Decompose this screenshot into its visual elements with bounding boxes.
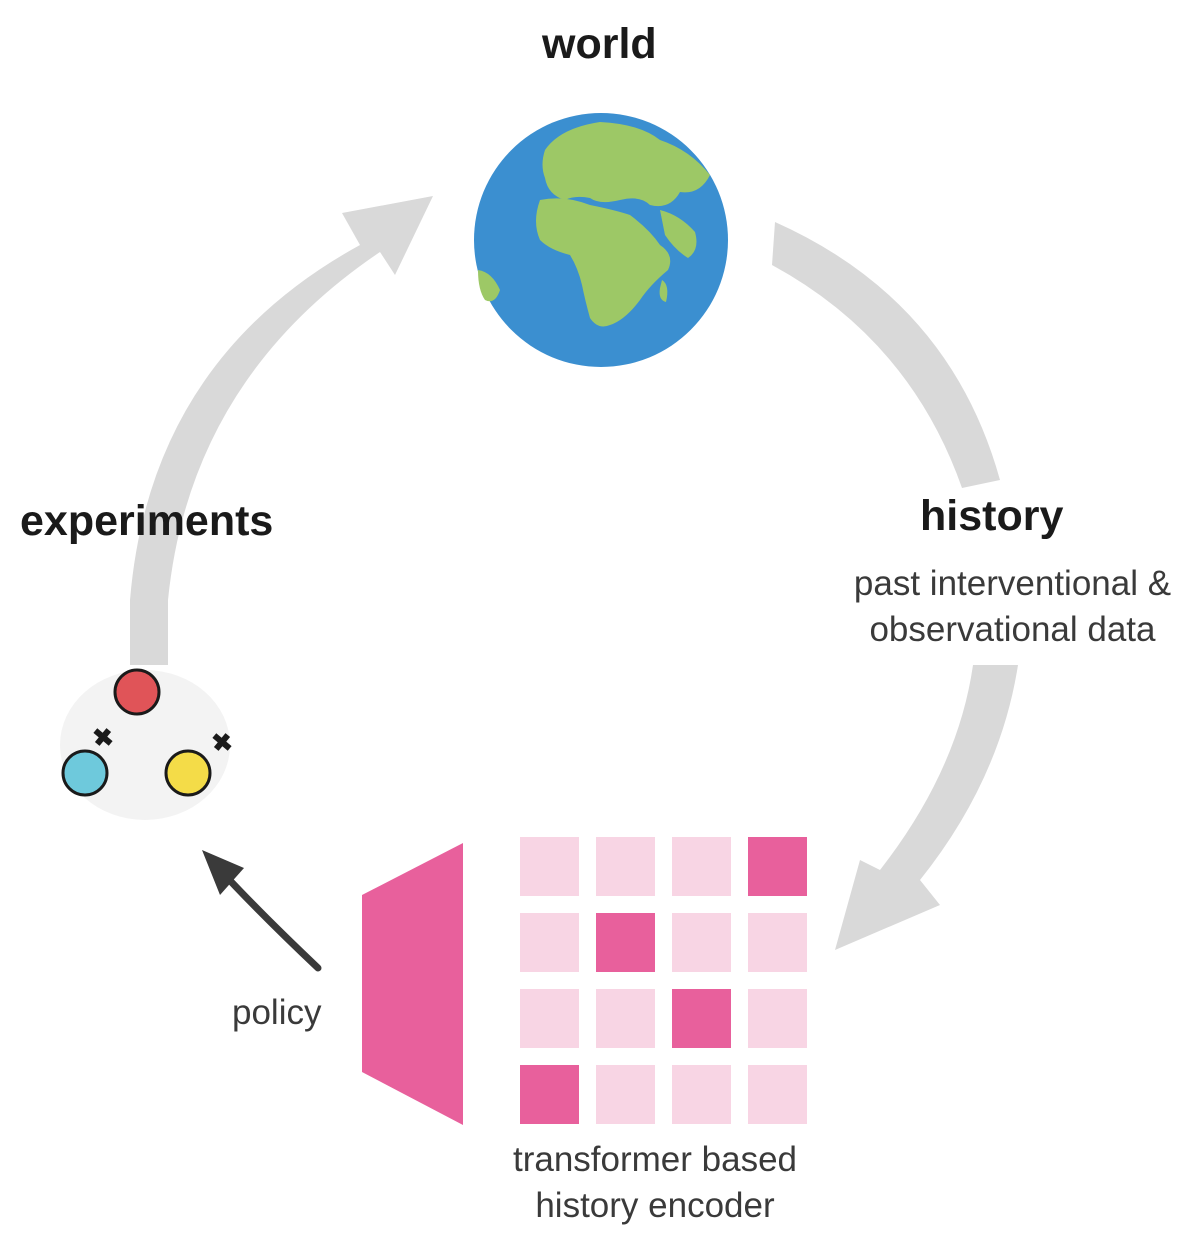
matrix-cell [520,989,579,1048]
matrix-cell [748,913,807,972]
encoder-caption: transformer based history encoder [470,1137,840,1229]
matrix-cell [596,837,655,896]
matrix-cell [596,989,655,1048]
node-yellow [164,749,212,797]
matrix-cell-active [748,837,807,896]
matrix-cell [748,1065,807,1124]
experiments-label: experiments [20,497,274,545]
matrix-cell [672,913,731,972]
history-label: history [920,492,1064,540]
matrix-cell [672,1065,731,1124]
matrix-cell-active [596,913,655,972]
matrix-cell [520,913,579,972]
matrix-cell-active [520,1065,579,1124]
encoder-caption-line-2: history encoder [535,1186,775,1225]
history-description-line-1: past interventional & [853,564,1172,603]
cycle-arrows [130,196,1018,950]
world-label: world [542,20,657,68]
arrow-experiments-to-world [130,196,433,665]
matrix-cell [520,837,579,896]
experiments-cluster [60,668,232,820]
matrix-cell [748,989,807,1048]
globe-icon [474,113,728,367]
arrow-history-to-encoder [835,665,1018,950]
history-description: past interventional & observational data [835,561,1190,653]
satellite-icon [212,733,232,751]
arrow-world-to-history [772,222,1000,488]
policy-label: policy [232,993,322,1032]
node-red [113,668,161,716]
matrix-cell [596,1065,655,1124]
matrix-cell-active [672,989,731,1048]
matrix-cell [672,837,731,896]
history-description-line-2: observational data [869,610,1156,649]
attention-matrix [520,837,807,1124]
encoder-caption-line-1: transformer based [512,1140,798,1179]
encoder-block [362,843,463,1125]
node-blue [61,749,109,797]
satellite-icon [93,728,113,746]
policy-arrow [202,850,322,972]
